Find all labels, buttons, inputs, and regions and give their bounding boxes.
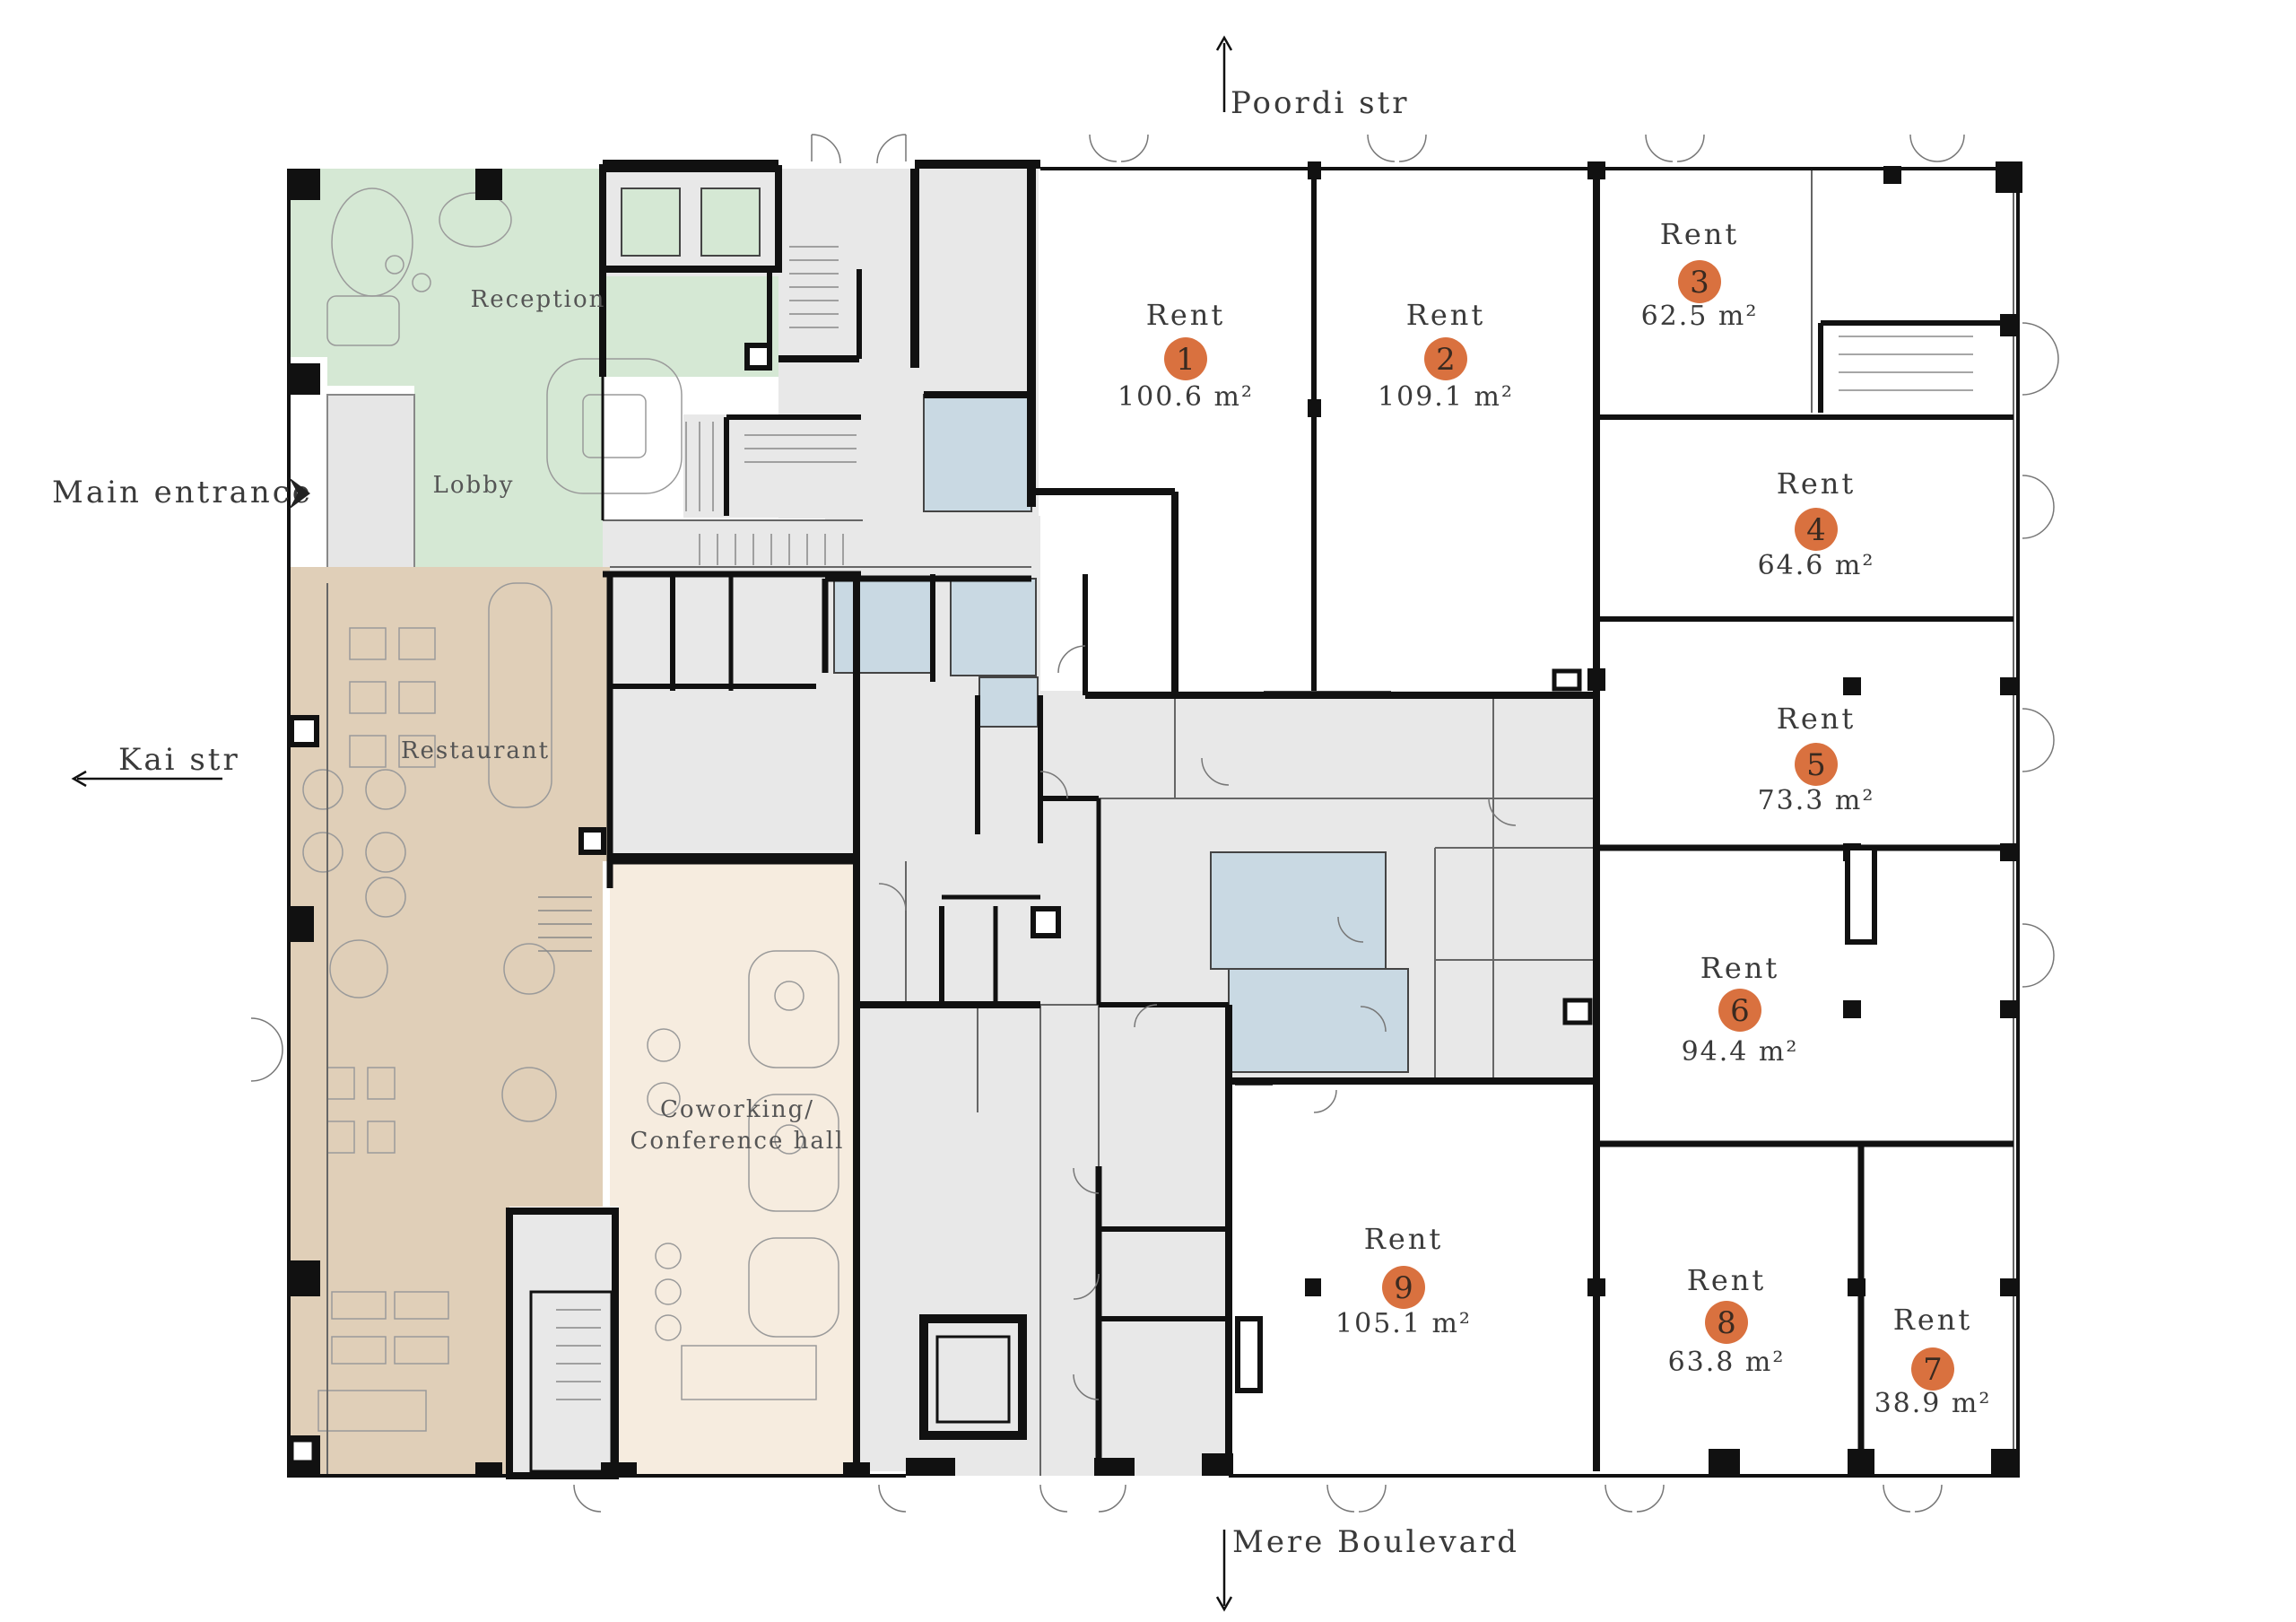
stair-core-west [509, 1211, 615, 1476]
stair-north [726, 417, 861, 518]
unit-8-label: Rent [1687, 1263, 1767, 1297]
unit-7-number: 7 [1923, 1352, 1943, 1388]
unit-4-badge [1795, 508, 1838, 551]
unit-4-area: 64.6 m² [1758, 550, 1875, 581]
unit-4-label: Rent [1777, 467, 1857, 501]
interior-partitions [326, 170, 2014, 1476]
street-kai: Kai str [71, 742, 240, 788]
rentable-east [1596, 420, 2013, 1474]
unit-5-area: 73.3 m² [1758, 785, 1875, 816]
stair-treads [538, 246, 1973, 1400]
unit-2-number: 2 [1436, 342, 1456, 378]
chevron-right-icon [289, 477, 310, 510]
unit-3[interactable]: Rent 3 62.5 m² [1641, 217, 1759, 332]
unit-5-label: Rent [1777, 702, 1857, 736]
main-entrance-label: Main entrance [52, 475, 313, 510]
zone-label-reception: Reception [471, 286, 606, 313]
unit-8-badge [1705, 1301, 1748, 1344]
entrance-vestibule [326, 394, 415, 584]
unit-2[interactable]: Rent 2 109.1 m² [1378, 298, 1514, 413]
zone-label-coworking-2: Conference hall [631, 1128, 845, 1155]
unit-3-label: Rent [1660, 217, 1740, 251]
unit-7-label: Rent [1893, 1303, 1973, 1337]
street-mere: Mere Boulevard [1215, 1524, 1519, 1612]
door-swings [250, 134, 2059, 1513]
unit-3-number: 3 [1690, 265, 1709, 301]
unit-1[interactable]: Rent 1 100.6 m² [1118, 298, 1254, 413]
furniture [302, 187, 839, 1432]
zone-label-coworking-1: Coworking/ [660, 1096, 814, 1123]
unit-2-badge [1424, 337, 1467, 380]
unit-9-number: 9 [1394, 1270, 1413, 1306]
structural-walls [287, 160, 2022, 1479]
unit-6-badge [1718, 989, 1761, 1032]
unit-6-number: 6 [1730, 993, 1750, 1029]
street-label-north: Poordi str [1231, 85, 1410, 121]
stair-north-2 [683, 414, 728, 518]
unit-5-badge [1795, 743, 1838, 786]
zone-label-lobby: Lobby [433, 472, 515, 499]
unit-6[interactable]: Rent 6 94.4 m² [1682, 951, 1799, 1068]
unit-9[interactable]: Rent 9 105.1 m² [1335, 1222, 1472, 1339]
unit-2-area: 109.1 m² [1378, 381, 1514, 413]
unit-9-label: Rent [1364, 1222, 1444, 1256]
unit-9-area: 105.1 m² [1335, 1308, 1472, 1339]
unit-7[interactable]: Rent 7 38.9 m² [1874, 1303, 1992, 1419]
unit-3-area: 62.5 m² [1641, 301, 1759, 332]
unit-6-area: 94.4 m² [1682, 1036, 1799, 1068]
unit-1-label: Rent [1146, 298, 1226, 332]
street-label-south: Mere Boulevard [1232, 1524, 1519, 1560]
street-poordi: Poordi str [1215, 35, 1410, 121]
restaurant-zone [289, 567, 610, 1476]
unit-8-number: 8 [1717, 1305, 1736, 1341]
unit-2-label: Rent [1406, 298, 1486, 332]
unit-5-number: 5 [1806, 747, 1826, 783]
unit-3-badge [1678, 260, 1721, 303]
street-label-west: Kai str [118, 742, 240, 778]
unit-5[interactable]: Rent 5 73.3 m² [1758, 702, 1875, 816]
unit-6-label: Rent [1700, 951, 1780, 985]
main-entrance: Main entrance [52, 475, 313, 510]
unit-7-badge [1911, 1347, 1954, 1391]
unit-4[interactable]: Rent 4 64.6 m² [1758, 467, 1875, 581]
unit-1-badge [1164, 337, 1207, 380]
unit-1-number: 1 [1176, 342, 1196, 378]
unit-8-area: 63.8 m² [1668, 1347, 1786, 1378]
unit-7-area: 38.9 m² [1874, 1388, 1992, 1419]
unit-4-number: 4 [1806, 512, 1826, 548]
unit-8[interactable]: Rent 8 63.8 m² [1668, 1263, 1786, 1378]
coworking-zone [610, 861, 859, 1476]
zone-label-restaurant: Restaurant [401, 737, 550, 764]
unit-9-badge [1382, 1266, 1425, 1309]
unit-1-area: 100.6 m² [1118, 381, 1254, 413]
